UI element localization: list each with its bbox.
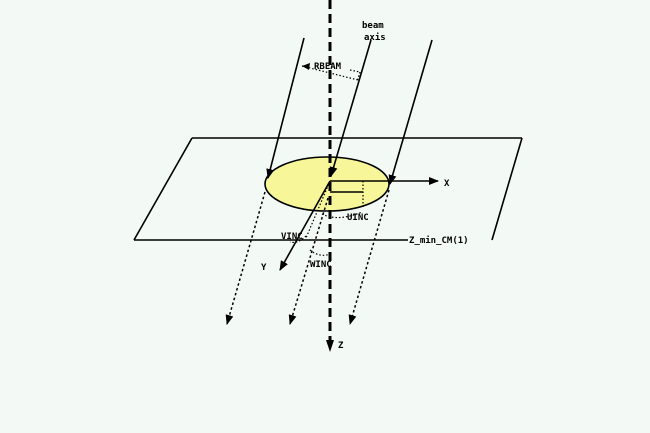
y-axis-label: Y [261,263,267,273]
z-axis-label: Z [338,341,344,351]
winc-label: WINC [310,260,332,270]
beam-axis-label-line2: axis [364,32,386,43]
z-min-plane [133,137,523,241]
z-axis-arrowhead [326,340,334,352]
uinc-label: UINC [347,213,369,223]
beam-spot [264,156,390,212]
z-min-label: Z_min_CM(1) [409,235,469,246]
transmitted-rays [225,189,390,325]
beam-axis-label-line1: beam [362,21,384,31]
rbeam-label: RBEAM [314,62,342,72]
winc-angle-arc [309,249,331,256]
rbeam-dimension [301,63,361,83]
x-axis-label: X [444,179,450,189]
uinc-angle-arc [321,211,363,219]
construction-lines [305,180,364,239]
incoming-rays [266,37,433,185]
vinc-label: VINC [281,232,303,242]
coordinate-axes [279,177,439,271]
